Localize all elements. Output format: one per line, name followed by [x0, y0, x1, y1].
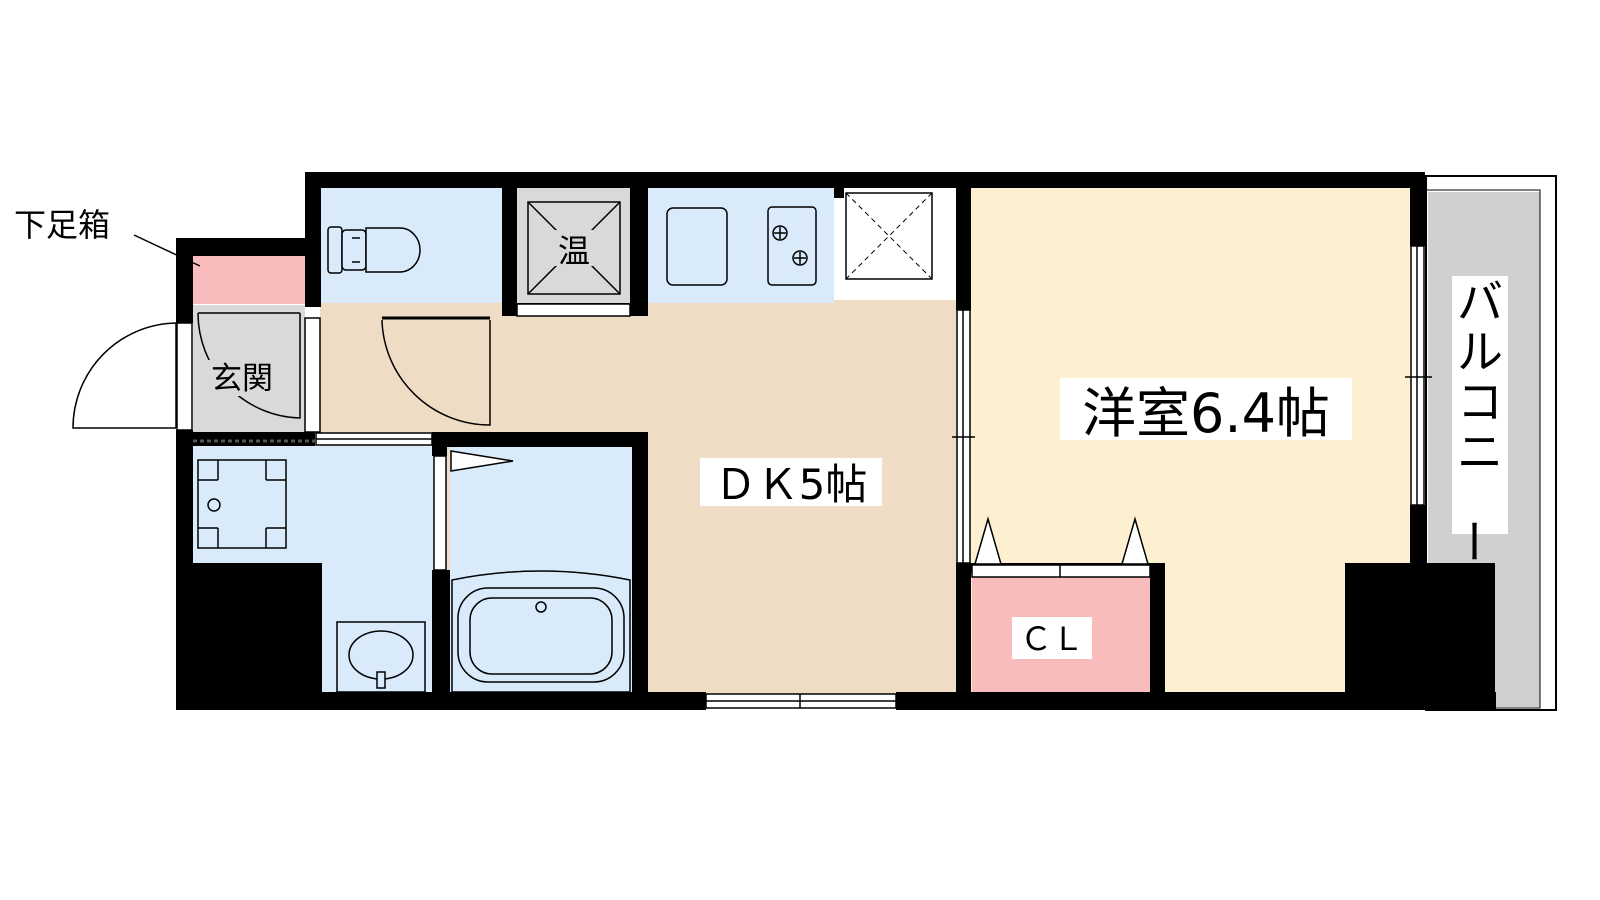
balcony-label: バルコニー [1446, 275, 1503, 564]
walls [176, 172, 1496, 710]
balcony-label-bg [1452, 276, 1508, 534]
shoe-box-leader-line [133, 234, 201, 267]
shoe-box-label: 下足箱 [14, 206, 110, 244]
western-room-label-bg [1060, 378, 1352, 440]
balcony-label-char: コ [1457, 375, 1503, 429]
washing-machine-space [197, 459, 287, 549]
balcony-label-char: ー [1446, 518, 1500, 564]
windows [176, 245, 1432, 709]
water-heater-label-bg [553, 230, 595, 266]
stove [767, 206, 817, 286]
water-heater-label: 温 [558, 232, 590, 270]
closet-label-bg [1012, 617, 1092, 659]
bathtub [451, 570, 631, 693]
bathroom-door-marker [450, 450, 514, 472]
dk-label: ＤＫ5帖 [715, 460, 868, 509]
balcony-label-char: ル [1457, 325, 1503, 379]
fridge-space [845, 192, 933, 280]
western-room-label: 洋室6.4帖 [1082, 382, 1330, 445]
shoe-box [193, 256, 305, 304]
wash-basin [336, 621, 426, 693]
balcony-label-char: ニ [1457, 425, 1503, 479]
toilet-fixture [327, 226, 421, 274]
kitchen-sink [666, 207, 728, 286]
closet-label: ＣＬ [1020, 620, 1084, 658]
entrance-label: 玄関 [211, 361, 273, 397]
dk-label-bg [700, 458, 882, 506]
entrance-label-bg [203, 360, 281, 396]
closet-door-markers [974, 516, 1149, 565]
door-swings [72, 312, 491, 429]
kitchen-fixtures [666, 206, 817, 286]
balcony-label-char: バ [1457, 275, 1503, 329]
